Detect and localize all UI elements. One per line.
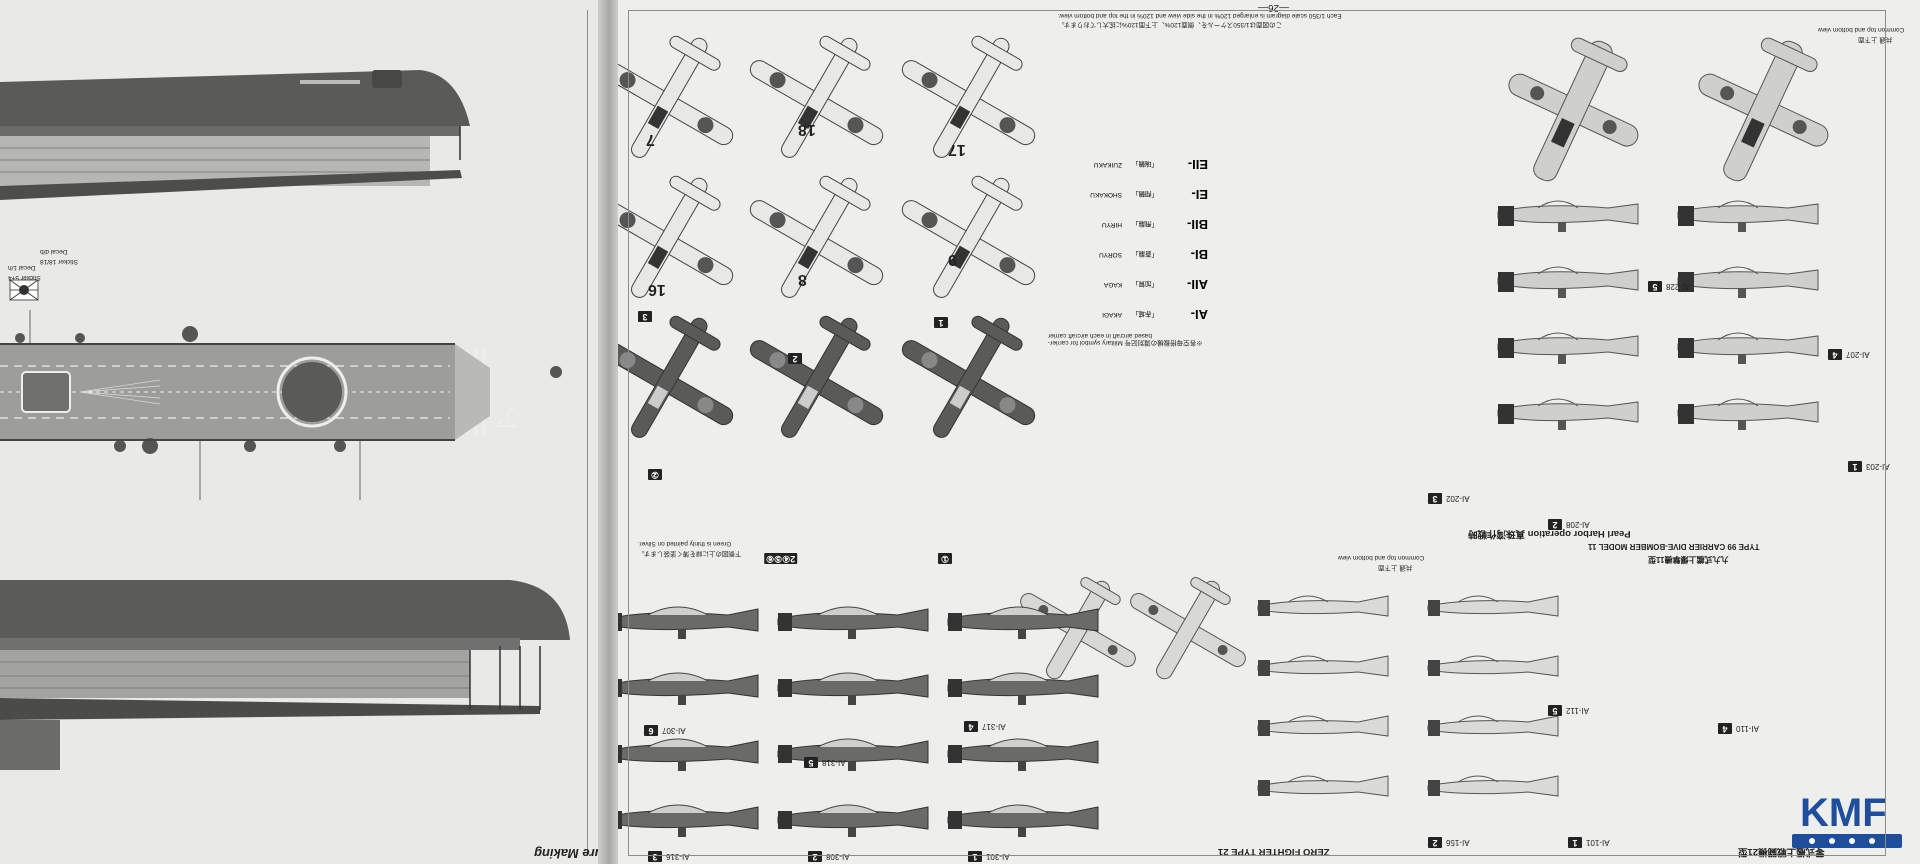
val-code-2: 5 AI-228 <box>1648 276 1690 294</box>
sticker-label-18: Sticker 18/18 <box>40 258 78 265</box>
kate-code-6: 3 AI-316 <box>648 846 690 864</box>
val-model-title: TYPE 99 CARRIER DIVE-BOMBER MODEL 11 <box>1588 542 1760 551</box>
flight-deck-top-view <box>0 310 562 500</box>
kate-code-2: 5 AI-318 <box>804 752 846 770</box>
zero-side-views <box>1257 595 1559 797</box>
ship-side-view-top <box>0 70 470 200</box>
kate-code-3: 6 AI-307 <box>644 720 686 738</box>
zero-code-4: 2 AI-156 <box>1428 832 1470 850</box>
fuselage-number: 8 <box>798 271 807 288</box>
left-page-border <box>0 10 588 856</box>
val-model-title-jp: 九九式艦上爆撃機11型 <box>1648 555 1729 564</box>
common-view-label-2: Common top and bottom view <box>1338 554 1425 561</box>
right-page: —26— Each 1/350 scale diagram is enlarge… <box>618 0 1920 864</box>
book-gutter <box>598 0 620 864</box>
fuselage-number: 18 <box>798 121 816 138</box>
decal-label-db: Decal d/b <box>40 248 68 255</box>
val-top-view-1 <box>1698 37 1829 182</box>
pearl-harbor-title: Pearl Harbor operation 真珠湾作戦時 <box>1468 528 1631 539</box>
zero-top-view-2 <box>1020 577 1136 680</box>
fuselage-number: 7 <box>646 131 655 148</box>
fuselage-number: 17 <box>948 141 966 158</box>
val-side-views <box>1497 200 1819 431</box>
kmf-logo-icon: KMF <box>1792 791 1902 848</box>
deck-letter: ア <box>494 402 521 432</box>
kate-code-5: 2 AI-308 <box>808 846 850 864</box>
scheme-label-2: 2 <box>788 348 802 366</box>
common-view-label-2-jp: 共通 上下面 <box>1378 564 1413 571</box>
header-note-en: Each 1/350 scale diagram is enlarged 120… <box>1058 12 1342 19</box>
fuselage-number: 9 <box>948 251 957 268</box>
kate-side-views <box>618 606 1099 838</box>
common-view-label: Common top and bottom view <box>1818 26 1905 33</box>
zero-code-2: 5 AI-112 <box>1548 700 1589 718</box>
val-top-view-2 <box>1508 37 1639 182</box>
scheme-label-5: ① <box>938 548 952 566</box>
val-code-4: 3 AI-202 <box>1428 488 1470 506</box>
left-page-title: ture Making <box>534 846 600 861</box>
kate-code-4: 1 AI-301 <box>968 846 1010 864</box>
ship-side-view-bottom <box>0 580 570 770</box>
rising-sun-flag-icon <box>9 279 39 301</box>
fuselage-number: 16 <box>648 281 666 298</box>
scheme-label-4: 2④⑤⑥ <box>764 553 798 564</box>
zero-code-1: 4 AI-110 <box>1718 718 1759 736</box>
zero-top-view-1 <box>1130 577 1246 680</box>
decal-label-1h: Decal 1/h <box>8 264 36 271</box>
kate-code-1: 4 AI-317 <box>964 716 1006 734</box>
val-code-1: 4 AI-207 <box>1828 344 1870 362</box>
green-note-jp: 下側図の上に緑を薄く塗装します。 <box>638 550 742 557</box>
val-code-3: 1 AI-203 <box>1848 456 1890 474</box>
common-view-label-jp: 共通 上下面 <box>1858 36 1893 43</box>
green-note: Green is thinly painted on Silver. <box>638 540 732 547</box>
kate-top-views <box>618 1 1071 475</box>
scheme-label-1: 1 <box>934 312 948 330</box>
zero-section-title: ZERO FIGHTER TYPE 21 <box>1218 846 1330 857</box>
scheme-label-6: ② <box>648 464 662 482</box>
watermark-text: KMF <box>1800 791 1887 835</box>
zero-code-3: 1 AI-101 <box>1568 832 1610 850</box>
left-page: Decal d/b Decal 1/h Sticker 18/18 Sticke… <box>0 0 600 864</box>
scheme-label-3: 3 <box>638 306 652 324</box>
